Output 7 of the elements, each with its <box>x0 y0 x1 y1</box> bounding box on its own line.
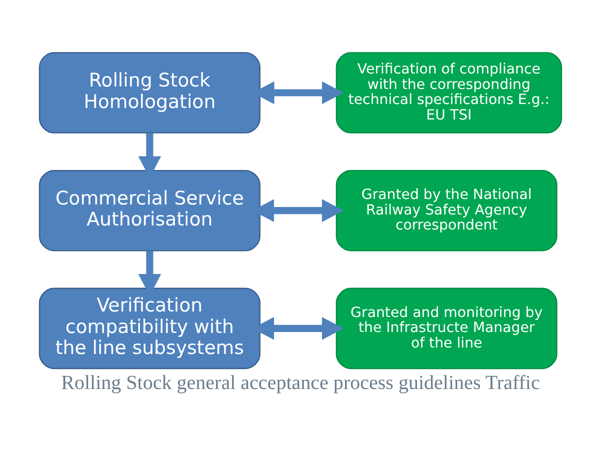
node-box: Commercial Service Authorisation <box>38 170 260 252</box>
node-box: Rolling Stock Homologation <box>38 52 260 134</box>
node-box: Verification compatibility with the line subsystems <box>38 288 260 370</box>
node-box: Granted by the National Railway Safety Agency correspondent <box>336 170 558 252</box>
node-box: Verification of compliance with the corresponding technical specifications E.g.: EU TSI <box>336 52 562 134</box>
caption: Rolling Stock general acceptance process guidelines Traffic <box>61 372 540 394</box>
node-box: Granted and monitoring by the Infrastructe Manager of the line <box>336 288 558 370</box>
